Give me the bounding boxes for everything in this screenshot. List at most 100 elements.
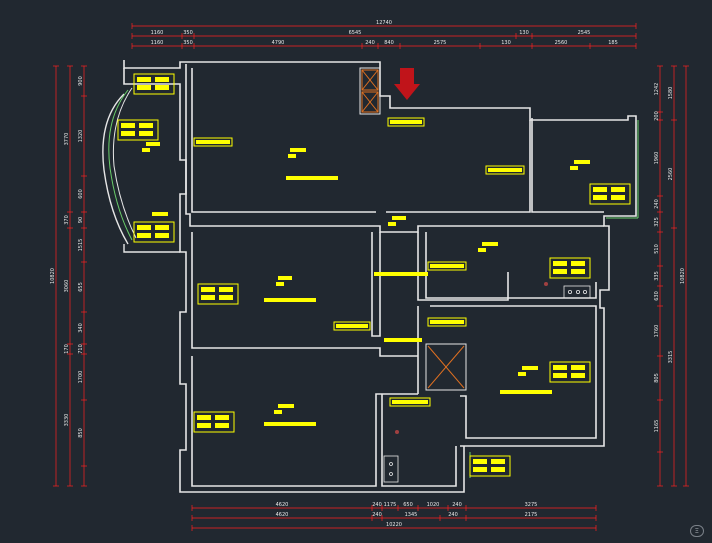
- legend-block-2-cell: [139, 123, 153, 128]
- wall-bottom-room: [191, 356, 418, 487]
- wall-corridor: [371, 232, 381, 337]
- legend-block-5-cell: [219, 287, 233, 292]
- legend-block-5-cell: [219, 295, 233, 300]
- room-labels: [117, 73, 631, 477]
- tag-8b: [518, 372, 526, 376]
- top-dimension-segment: 130: [519, 30, 529, 36]
- top-dimension-segment: 2560: [555, 40, 568, 46]
- label-entrance-fill: [390, 120, 422, 124]
- right-dimension-overall: 10820: [680, 268, 686, 284]
- legend-block-5: [197, 283, 239, 305]
- left-dimension-segment: 850: [78, 428, 84, 438]
- right-dimension-segment: 200: [654, 111, 660, 121]
- legend-block-2-cell: [121, 123, 135, 128]
- legend-block-6-cell: [571, 269, 585, 274]
- label-kitchen: [485, 165, 525, 175]
- top-dimension-segment: 1160: [151, 40, 164, 46]
- watermark-badge: Ξ: [689, 525, 704, 537]
- right-dimension-segment: 1760: [654, 325, 660, 338]
- left-dimension-segment: 900: [78, 76, 84, 86]
- bottom-dimension-segment: 1020: [427, 502, 440, 508]
- legend-block-6-cell: [553, 269, 567, 274]
- wall-north-west: [123, 60, 637, 447]
- label-bedroom-1: [264, 298, 316, 302]
- label-kitchen-fill: [488, 168, 522, 172]
- tag-1b: [288, 154, 296, 158]
- walls: [123, 60, 637, 493]
- label-storage: [389, 397, 431, 407]
- left-dimension-segment: 1700: [78, 371, 84, 384]
- wall-bath-2: [425, 232, 597, 299]
- tag-7: [574, 160, 590, 164]
- right-dimension-segment: 335: [654, 271, 660, 281]
- label-bath-2: [427, 317, 467, 327]
- top-dimension-segment: 2575: [434, 40, 447, 46]
- legend-block-9-cell: [473, 459, 487, 464]
- wall-bottom-closet: [381, 394, 457, 487]
- wall-kitchen: [531, 118, 604, 213]
- wall-inner-2: [191, 68, 376, 213]
- entrance-arrow-icon: [394, 68, 420, 100]
- top-dimension-segment: 1160: [151, 30, 164, 36]
- wall-west: [123, 68, 465, 493]
- right-dimension-segment: 1960: [654, 152, 660, 165]
- left-dimension-overall: 10820: [50, 268, 56, 284]
- label-living-room-fill: [196, 140, 230, 144]
- right-dimension-segment: 1242: [654, 83, 660, 96]
- shaft-top: [359, 67, 381, 115]
- tag-6b: [478, 248, 486, 252]
- wall-inner-1: [185, 64, 604, 233]
- legend-block-4-cell: [593, 195, 607, 200]
- legend-block-9: [469, 455, 511, 477]
- legend-block-8-cell: [215, 415, 229, 420]
- label-bedroom-2: [500, 390, 552, 394]
- top-dimension-segment: 240: [365, 40, 375, 46]
- legend-block-6: [549, 257, 591, 279]
- tag-7b: [570, 166, 578, 170]
- label-bedroom-3: [264, 422, 316, 426]
- bay-window: [102, 87, 180, 253]
- legend-block-8-cell: [215, 423, 229, 428]
- tag-1: [290, 148, 306, 152]
- wall-bedroom-2: [430, 305, 597, 439]
- legend-block-9-cell: [491, 459, 505, 464]
- tag-4b: [388, 222, 396, 226]
- wall-bath-1: [417, 232, 509, 301]
- legend-block-3-cell: [155, 233, 169, 238]
- right-dimension-segment: 805: [654, 373, 660, 383]
- bottom-dimension-segment: 1175: [384, 502, 397, 508]
- tag-9: [278, 404, 294, 408]
- bottom-dimension-segment: 3275: [525, 502, 538, 508]
- top-dimension-overall: 12740: [376, 20, 392, 26]
- legend-block-6-cell: [553, 261, 567, 266]
- legend-block-4-cell: [593, 187, 607, 192]
- label-storage-fill: [392, 400, 428, 404]
- label-bath-2-fill: [430, 320, 464, 324]
- left-dimension-segment: 710: [78, 344, 84, 354]
- legend-block-7-cell: [553, 373, 567, 378]
- bottom-dimension-segment: 4620: [276, 502, 289, 508]
- label-room-main: [286, 176, 338, 180]
- legend-block-1: [133, 73, 175, 95]
- legend-block-8: [193, 411, 235, 433]
- legend-block-3-cell: [137, 225, 151, 230]
- dimension-lines: [53, 23, 689, 531]
- bottom-dimension-overall: 10220: [386, 522, 402, 528]
- right-dimension-segment: 325: [654, 217, 660, 227]
- legend-block-1-cell: [137, 77, 151, 82]
- left-dimension-segment: 3330: [64, 414, 70, 427]
- sink-icon: [383, 455, 399, 483]
- shaft-middle: [425, 343, 467, 391]
- legend-block-1-cell: [155, 85, 169, 90]
- right-dimension-segment: 2560: [668, 168, 674, 181]
- top-dimension-segment: 185: [608, 40, 618, 46]
- legend-block-7-cell: [571, 365, 585, 370]
- bottom-dimension-segment: 240: [452, 502, 462, 508]
- right-dimension-segment: 240: [654, 199, 660, 209]
- label-hall: [374, 272, 428, 276]
- legend-block-8-cell: [197, 415, 211, 420]
- legend-block-4-cell: [611, 187, 625, 192]
- tag-5: [278, 276, 292, 280]
- stove-icon: [563, 285, 591, 299]
